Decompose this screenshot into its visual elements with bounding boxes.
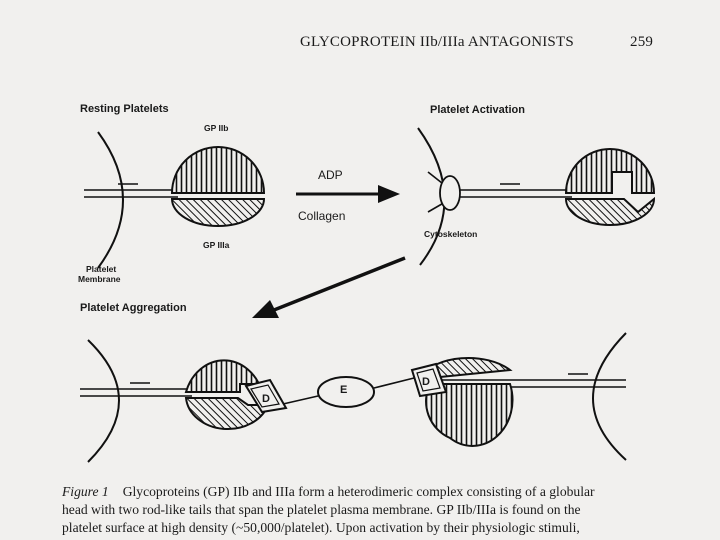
running-header: GLYCOPROTEIN IIb/IIIa ANTAGONISTS 259 — [300, 34, 653, 51]
resting-platelet — [84, 131, 266, 269]
page-number: 259 — [630, 34, 654, 50]
cytoskeleton-label: Cytoskeleton — [424, 229, 478, 239]
cytoskeleton-node — [439, 175, 461, 211]
activated-gp3a-head — [564, 196, 656, 226]
ligand-d-right-label: D — [422, 376, 430, 388]
panel-resting-label: Resting Platelets — [80, 103, 169, 115]
panel-aggregation-label: Platelet Aggregation — [80, 302, 187, 314]
membrane-label-line1: Platelet — [86, 264, 117, 274]
gp2b-label: GP IIb — [204, 123, 229, 133]
activated-platelet — [417, 127, 656, 266]
header-title: GLYCOPROTEIN IIb/IIIa ANTAGONISTS — [300, 34, 574, 50]
gp3a-label: GP IIIa — [203, 240, 230, 250]
resting-gp3a-head — [170, 198, 266, 227]
resting-gp2b-head — [170, 146, 266, 194]
caption-line-3: platelet surface at high density (~50,00… — [62, 520, 580, 535]
activated-gp2b-head — [564, 148, 656, 194]
resting-membrane-arc — [97, 131, 124, 269]
activation-arrow — [296, 185, 400, 203]
panel-activation-label: Platelet Activation — [430, 104, 525, 116]
figure-label: Figure 1 — [62, 484, 109, 499]
ligand-e-shape — [317, 376, 375, 408]
caption-line-2: head with two rod-like tails that span t… — [62, 502, 581, 517]
agonist-adp-label: ADP — [318, 168, 343, 182]
membrane-label: Platelet Membrane — [78, 264, 121, 284]
ligand-e-label: E — [340, 384, 348, 396]
ligand-d-left-label: D — [262, 393, 270, 405]
aggregation-left-platelet — [80, 339, 288, 463]
agonist-collagen-label: Collagen — [298, 209, 346, 223]
aggregation-arrow — [252, 256, 406, 318]
aggregation-right-platelet — [410, 332, 627, 461]
membrane-label-line2: Membrane — [78, 274, 121, 284]
